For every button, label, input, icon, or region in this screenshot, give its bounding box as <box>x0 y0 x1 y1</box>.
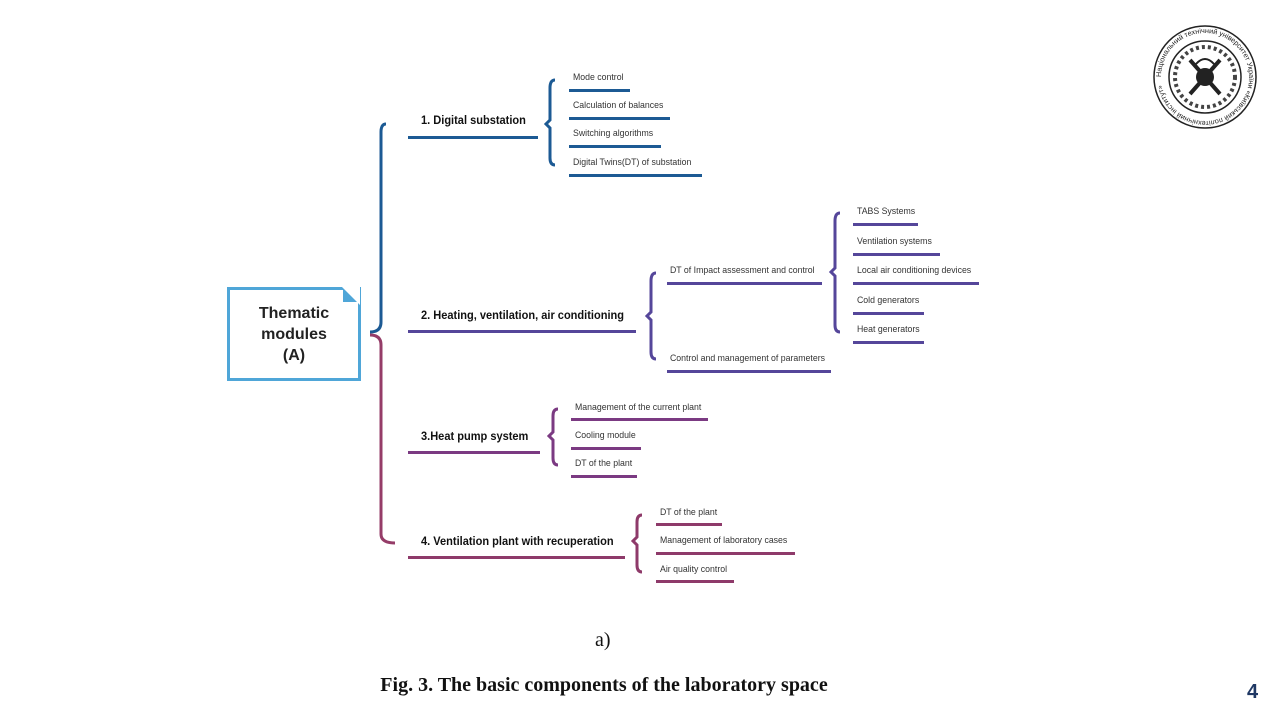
sub-figure-label: a) <box>595 629 611 651</box>
item-line <box>853 223 918 226</box>
subgroup-item: Cold generators <box>857 295 920 306</box>
brace-module4 <box>630 513 643 574</box>
item-line <box>656 580 734 583</box>
subgroup-line <box>667 282 822 285</box>
module-3-item: Management of the current plant <box>575 402 702 413</box>
item-line <box>571 447 641 450</box>
brace-module2 <box>644 271 657 361</box>
module-4-line <box>408 556 625 559</box>
item-line <box>571 418 708 421</box>
item-line <box>853 341 924 344</box>
subgroup-item: Heat generators <box>857 324 920 335</box>
module-4-item: Management of laboratory cases <box>660 535 788 546</box>
module-3-item: Cooling module <box>575 430 636 441</box>
brace-module3 <box>546 407 559 467</box>
item-line <box>569 174 702 177</box>
brace-module1 <box>543 78 556 167</box>
brace-subgroup <box>828 211 841 334</box>
item-line <box>569 117 670 120</box>
module-3-item: DT of the plant <box>575 458 633 469</box>
subgroup-item: Local air conditioning devices <box>857 265 972 276</box>
module-4-item: Air quality control <box>660 564 728 575</box>
page-number: 4 <box>1247 681 1259 703</box>
module-2-line <box>408 330 636 333</box>
item-line <box>656 523 722 526</box>
subgroup-line <box>667 370 831 373</box>
item-line <box>656 552 795 555</box>
module-1-item: Switching algorithms <box>573 128 654 139</box>
module-3-line <box>408 451 540 454</box>
item-line <box>853 312 924 315</box>
module-2-label: 2. Heating, ventilation, air conditionin… <box>421 308 625 322</box>
module-1-item: Calculation of balances <box>573 100 664 111</box>
item-line <box>571 475 637 478</box>
subgroup-item: Ventilation systems <box>857 236 932 247</box>
module-4-item: DT of the plant <box>660 507 718 518</box>
item-line <box>853 253 940 256</box>
module-4-label: 4. Ventilation plant with recuperation <box>421 534 614 548</box>
subgroup-label: DT of Impact assessment and control <box>670 265 815 276</box>
root-label-line: Thematic <box>258 305 330 322</box>
module-1-line <box>408 136 538 139</box>
module-1-item: Mode control <box>573 72 624 83</box>
main-bracket-lower <box>369 333 396 545</box>
root-label-line: modules <box>261 326 327 343</box>
module-1-item: Digital Twins(DT) of substation <box>573 157 692 168</box>
root-label-line: (A) <box>282 347 306 364</box>
module-3-label: 3.Heat pump system <box>421 429 529 443</box>
root-node: Thematic modules (A) <box>227 287 361 381</box>
subgroup-item: TABS Systems <box>857 206 916 217</box>
subgroup-label: Control and management of parameters <box>670 353 825 364</box>
item-line <box>853 282 979 285</box>
item-line <box>569 89 630 92</box>
main-bracket-upper <box>369 122 387 334</box>
figure-caption: Fig. 3. The basic components of the labo… <box>380 674 828 696</box>
university-seal-icon: Національний технічний університет Украї… <box>1153 25 1257 129</box>
item-line <box>569 145 661 148</box>
module-1-label: 1. Digital substation <box>421 113 526 127</box>
